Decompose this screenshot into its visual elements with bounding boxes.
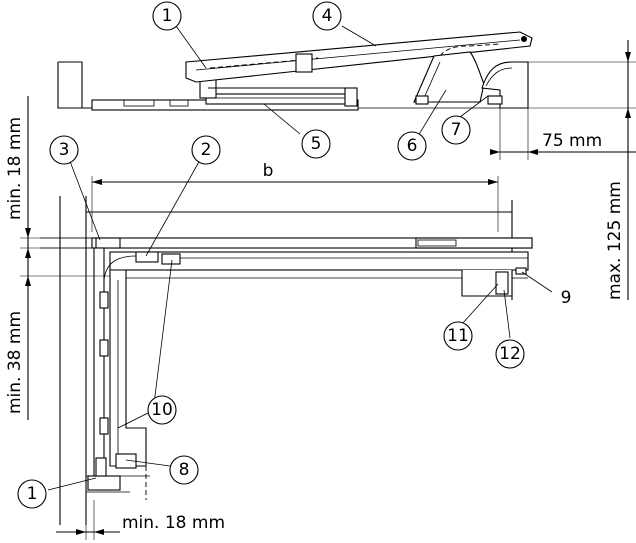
callout-1-top-label: 1 <box>162 6 173 26</box>
dim-max-arrow-top <box>625 52 631 62</box>
callout-1-bottom: 1 <box>17 479 47 509</box>
item-2-block <box>135 251 159 263</box>
callout-9-label: 9 <box>561 288 572 308</box>
callout-7: 7 <box>441 115 471 145</box>
callout-1-top: 1 <box>152 1 182 31</box>
item-12-foot <box>495 271 509 295</box>
dim-side-arrow <box>25 276 31 286</box>
leader-6 <box>417 89 447 137</box>
dim-b-arrow-left <box>92 179 102 185</box>
item-7-column <box>481 61 529 109</box>
plan-view <box>20 40 631 540</box>
item-10-clip-3 <box>99 417 109 435</box>
callout-4-label: 4 <box>322 6 333 26</box>
lid-inner-line <box>195 39 521 71</box>
dim-mid-arrow <box>25 248 31 258</box>
leader-10 <box>153 259 173 405</box>
bottom-hinge-clip <box>95 457 107 477</box>
callout-8-label: 8 <box>179 460 190 480</box>
leader-9 <box>521 271 553 293</box>
item-4-lid <box>185 31 533 83</box>
callout-6-label: 6 <box>407 136 418 156</box>
bracket-inner <box>423 61 441 99</box>
dim-width-b: b <box>263 161 274 181</box>
side-view <box>57 31 636 160</box>
dimension-labels: 75 mm b max. 125 mm min. 18 mm min. 38 m… <box>5 117 625 533</box>
lid-pivot <box>521 36 527 42</box>
column-curve <box>485 67 513 87</box>
callout-12: 12 <box>495 339 525 369</box>
dim-bottom-arrow-right <box>94 529 104 535</box>
dim-max-arrow-bottom <box>625 108 631 118</box>
horizontal-arm <box>109 251 529 271</box>
arm-block <box>161 253 181 265</box>
rail-clip-left <box>95 237 121 249</box>
rail-slider <box>123 99 155 107</box>
callout-5-label: 5 <box>311 134 322 154</box>
column-foot <box>487 95 503 105</box>
dim-top-arrow <box>25 228 31 238</box>
leader-5 <box>263 103 301 135</box>
dim-75-arrow-left <box>490 149 500 155</box>
item-6-bracket <box>413 51 485 103</box>
callout-12-label: 12 <box>499 344 521 364</box>
bracket-foot <box>415 95 429 105</box>
vertical-rail <box>93 247 105 489</box>
dim-side-clearance: 75 mm <box>542 131 602 151</box>
leader-3 <box>67 155 101 241</box>
bottom-hinge <box>87 475 121 491</box>
callout-10-label: 10 <box>151 400 173 420</box>
callout-6: 6 <box>397 131 427 161</box>
dim-bottom-arrow-left <box>76 529 86 535</box>
dim-max-height: max. 125 mm <box>605 181 625 300</box>
item-10-clip-2 <box>99 339 109 357</box>
leader-4 <box>341 25 377 47</box>
lid-clip <box>295 53 313 73</box>
callout-11: 11 <box>443 321 473 351</box>
leader-1-top <box>175 25 207 69</box>
leader-lines <box>47 25 553 491</box>
callout-4: 4 <box>312 1 342 31</box>
leader-1-bottom <box>47 477 97 491</box>
vertical-arm <box>109 269 147 467</box>
item-10-clip-1 <box>99 291 109 309</box>
leader-12 <box>503 289 511 339</box>
callouts: 1 4 5 6 7 3 2 9 11 <box>17 1 572 509</box>
item-9-pad <box>515 267 527 275</box>
leader-7 <box>455 95 489 121</box>
item-5-plate <box>205 93 355 105</box>
rail-clip-right <box>417 239 457 247</box>
rail-end-right <box>415 237 533 249</box>
callout-10: 10 <box>147 395 177 425</box>
leader-8 <box>125 459 171 467</box>
dim-min-top: min. 18 mm <box>5 117 25 220</box>
callout-3-label: 3 <box>59 140 70 160</box>
callout-2-label: 2 <box>201 140 212 160</box>
leader-2 <box>145 159 201 257</box>
dim-min-side: min. 38 mm <box>5 311 25 414</box>
dim-75-arrow-right <box>528 149 538 155</box>
dim-min-bottom: min. 18 mm <box>122 513 225 533</box>
callout-9: 9 <box>561 288 572 308</box>
plate-end-block <box>344 87 358 107</box>
callout-7-label: 7 <box>451 120 462 140</box>
leader-11 <box>461 283 499 325</box>
callout-5: 5 <box>301 129 331 159</box>
callout-3: 3 <box>49 135 79 165</box>
callout-11-label: 11 <box>447 326 469 346</box>
callout-2: 2 <box>191 135 221 165</box>
callout-8: 8 <box>169 455 199 485</box>
dim-b-arrow-right <box>488 179 498 185</box>
callout-1-bottom-label: 1 <box>27 484 38 504</box>
rail-slider-2 <box>169 99 189 107</box>
